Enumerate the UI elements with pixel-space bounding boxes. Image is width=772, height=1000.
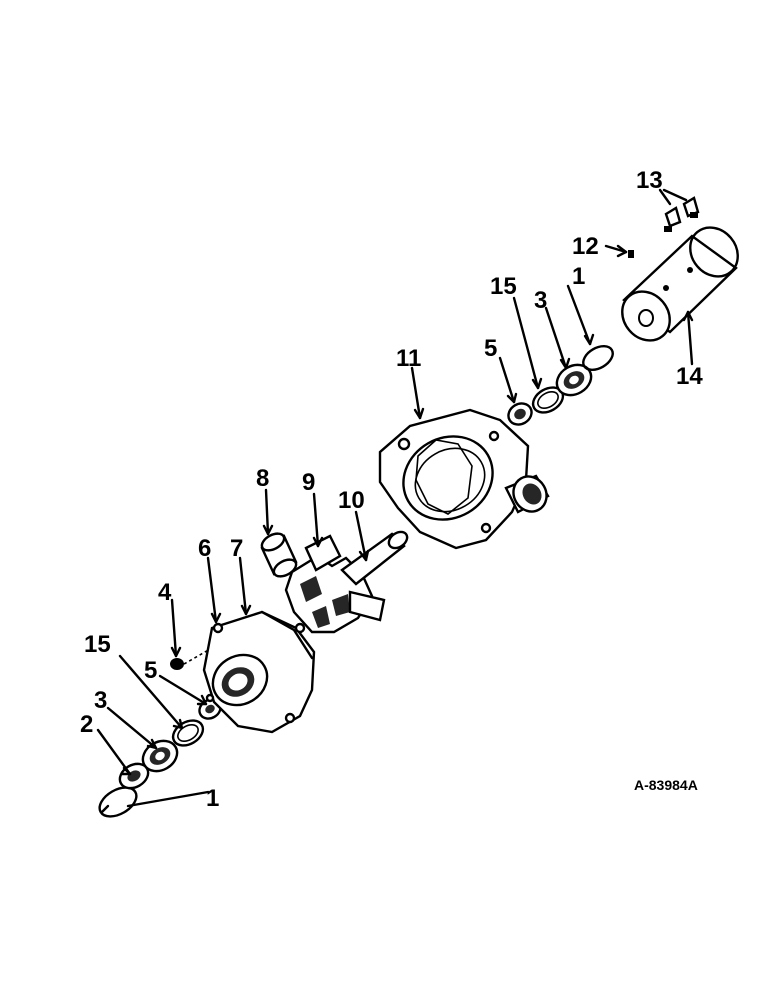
callout-7: 7	[230, 535, 243, 562]
callout-4: 4	[158, 579, 172, 606]
drive-coupler	[621, 226, 739, 342]
snap-ring-left	[98, 786, 138, 818]
drive-shaft	[340, 530, 409, 622]
leader-lines	[96, 188, 694, 808]
callout-8: 8	[256, 465, 269, 492]
callout-3-left: 3	[94, 687, 107, 714]
callout-labels: 1 1 2 3 3 4 5 5 6 7 8 9 10 11 12 13 14 1…	[80, 167, 703, 812]
needle-bearing-right	[507, 402, 533, 426]
callout-5-left: 5	[144, 657, 157, 684]
key-pin	[628, 250, 634, 258]
callout-13: 13	[636, 167, 663, 194]
callout-15-left: 15	[84, 631, 111, 658]
callout-11: 11	[396, 345, 421, 372]
bearing-left	[141, 739, 179, 773]
callout-14: 14	[676, 363, 703, 390]
snap-ring-right	[582, 345, 614, 371]
roller-pin	[260, 532, 298, 578]
pump-cover	[202, 610, 316, 734]
callout-6: 6	[198, 535, 211, 562]
callout-15-right: 15	[490, 273, 517, 300]
drawing-code: A-83984A	[634, 777, 698, 793]
callout-5-right: 5	[484, 335, 497, 362]
callout-9: 9	[302, 469, 315, 496]
callout-1-right: 1	[572, 263, 585, 290]
pump-housing	[378, 408, 550, 550]
callout-1-left: 1	[206, 785, 219, 812]
callout-3-right: 3	[534, 287, 547, 314]
rotor	[284, 534, 374, 634]
callout-10: 10	[338, 487, 365, 514]
callout-2: 2	[80, 711, 93, 738]
spacer-ring-left	[171, 719, 205, 747]
set-screws	[664, 196, 700, 232]
callout-12: 12	[572, 233, 599, 260]
